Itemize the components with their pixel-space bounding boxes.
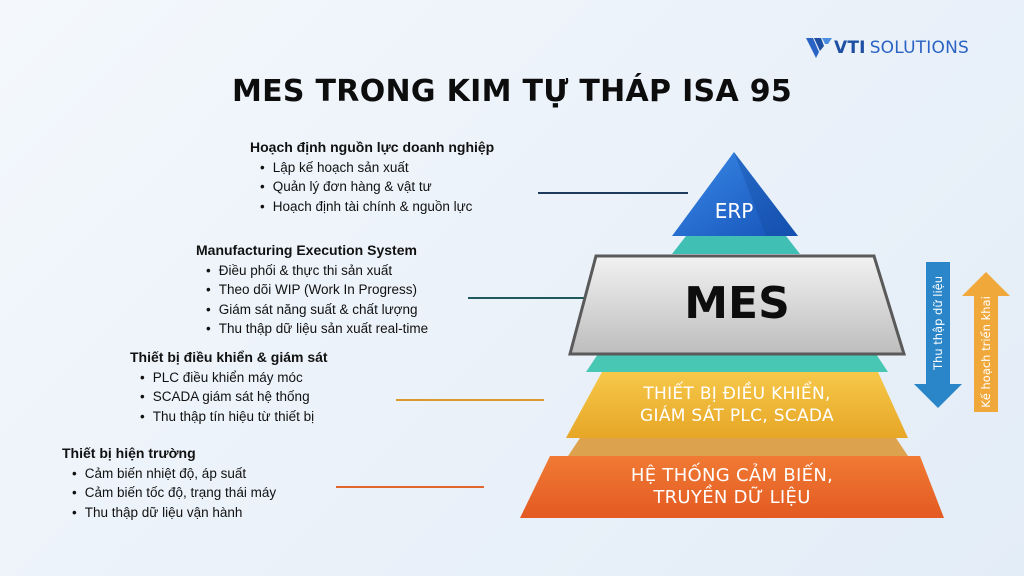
mes-description: Manufacturing Execution System Điều phối… <box>196 241 428 339</box>
field-item: Cảm biến nhiệt độ, áp suất <box>72 464 276 484</box>
up-arrow-icon <box>962 272 1010 412</box>
control-item: SCADA giám sát hệ thống <box>140 387 328 407</box>
control-item: PLC điều khiển máy móc <box>140 368 328 388</box>
down-arrow-icon <box>914 262 962 408</box>
control-label: THIẾT BỊ ĐIỀU KHIỂN, GIÁM SÁT PLC, SCADA <box>566 383 908 427</box>
erp-item: Lập kế hoạch sản xuất <box>260 158 494 178</box>
erp-item: Quản lý đơn hàng & vật tư <box>260 177 494 197</box>
erp-heading: Hoạch định nguồn lực doanh nghiệp <box>250 139 495 155</box>
field-heading: Thiết bị hiện trường <box>62 445 196 461</box>
mes-item: Giám sát năng suất & chất lượng <box>206 300 428 320</box>
erp-label: ERP <box>714 199 754 223</box>
up-arrow-label: Kế hoạch triển khai <box>979 296 993 408</box>
control-label-line2: GIÁM SÁT PLC, SCADA <box>640 406 834 426</box>
erp-shade <box>672 236 800 254</box>
vti-logo: VTI SOLUTIONS <box>806 38 969 58</box>
logo-suffix: SOLUTIONS <box>869 38 970 58</box>
mes-label: MES <box>684 278 790 329</box>
mes-item: Điều phối & thực thi sản xuất <box>206 261 428 281</box>
mes-heading: Manufacturing Execution System <box>196 242 417 258</box>
control-description: Thiết bị điều khiển & giám sát PLC điều … <box>130 348 328 426</box>
mes-level <box>568 254 907 356</box>
control-shade <box>568 438 908 456</box>
erp-description: Hoạch định nguồn lực doanh nghiệp Lập kế… <box>250 138 494 216</box>
control-connector <box>396 399 544 401</box>
field-level <box>520 456 944 518</box>
control-label-line1: THIẾT BỊ ĐIỀU KHIỂN, <box>643 384 831 404</box>
erp-item: Hoạch định tài chính & nguồn lực <box>260 197 494 217</box>
control-heading: Thiết bị điều khiển & giám sát <box>130 349 328 365</box>
field-label: HỆ THỐNG CẢM BIẾN, TRUYỀN DỮ LIỆU <box>520 465 944 509</box>
mes-item: Theo dõi WIP (Work In Progress) <box>206 280 428 300</box>
mes-shade <box>586 354 888 372</box>
erp-connector <box>538 192 688 194</box>
field-connector <box>336 486 484 488</box>
erp-level <box>672 152 798 236</box>
field-item: Thu thập dữ liệu vận hành <box>72 503 276 523</box>
vti-logo-mark-icon <box>806 38 832 58</box>
mes-item: Thu thập dữ liệu sản xuất real-time <box>206 319 428 339</box>
mes-connector <box>468 297 598 299</box>
page-title: MES TRONG KIM TỰ THÁP ISA 95 <box>231 74 793 109</box>
field-label-line1: HỆ THỐNG CẢM BIẾN, <box>630 465 834 486</box>
erp-level-edge <box>734 152 798 236</box>
field-item: Cảm biến tốc độ, trạng thái máy <box>72 483 276 503</box>
control-item: Thu thập tín hiệu từ thiết bị <box>140 407 328 427</box>
control-level <box>566 372 908 438</box>
down-arrow-label: Thu thập dữ liệu <box>931 275 945 371</box>
field-description: Thiết bị hiện trường Cảm biến nhiệt độ, … <box>62 444 276 522</box>
field-label-line2: TRUYỀN DỮ LIỆU <box>653 487 811 508</box>
logo-brand: VTI <box>834 38 866 58</box>
